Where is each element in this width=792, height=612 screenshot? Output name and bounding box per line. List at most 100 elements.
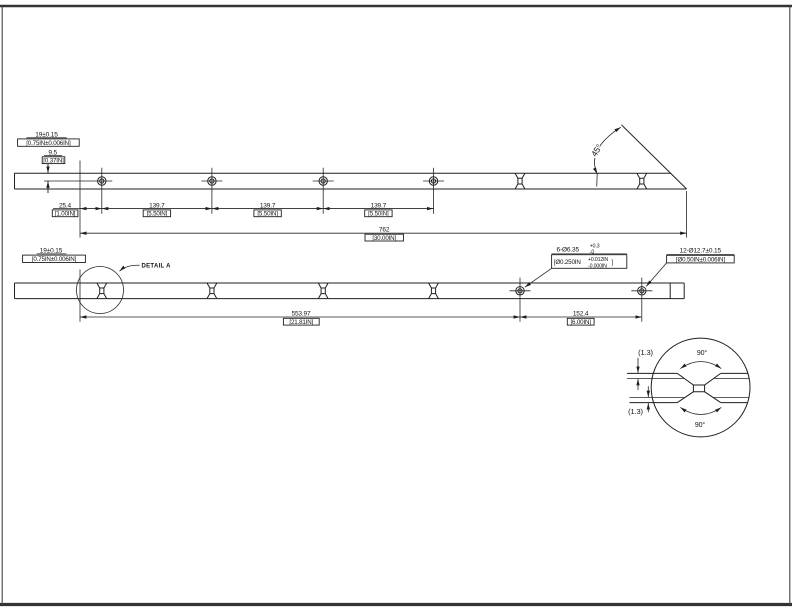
- callout-small-in-plus: +0.012IN: [588, 257, 608, 263]
- inch-box: [142, 209, 172, 218]
- side-view-countersink-profiles: [96, 282, 439, 299]
- dim-end-in: [1.00IN]: [55, 211, 76, 218]
- countersink-profile: [636, 172, 648, 190]
- side-view: DETAIL A 19±0.15 [0.75IN±0.006IN] 6-Ø6.3…: [14, 244, 735, 326]
- detail-angle-bottom: 90°: [680, 407, 722, 429]
- miter-45-edge: [621, 124, 687, 190]
- side-view-bar-outline: [14, 282, 685, 300]
- callout-large-mm: 12-Ø12.7±0.15: [680, 247, 722, 254]
- inch-box: [566, 317, 595, 326]
- callout-small-in-minus: -0.000IN: [588, 263, 607, 269]
- miter-angle-annotation: 45°: [588, 126, 622, 187]
- depth-top-label: (1.3): [638, 348, 653, 357]
- detail-a-leader: [119, 264, 140, 272]
- dim-width-mm: 19±0.15: [40, 247, 63, 254]
- angle-arc: [592, 126, 622, 175]
- dim-end-span-mm: 152.4: [573, 310, 589, 317]
- dim-end-span: 152.4 [6.00IN]: [566, 310, 595, 326]
- dim-width-mm: 19±0.15: [35, 131, 58, 138]
- detail-a-callout: DETAIL A: [76, 263, 172, 314]
- depth-bottom-label: (1.3): [628, 407, 643, 416]
- drilled-hole: [631, 277, 653, 322]
- dim-end: 25.4 [1.00IN]: [51, 202, 79, 218]
- detail-view: (1.3) (1.3) 90° 90°: [627, 337, 751, 438]
- inch-box: [22, 254, 86, 263]
- detail-bar-edges: [627, 372, 748, 404]
- countersink-profile: [317, 282, 329, 299]
- dim-total-mm: 762: [379, 227, 390, 234]
- callout-small-mm: 6-Ø6.35: [557, 246, 580, 253]
- dim-end-span-in: [6.00IN]: [570, 319, 591, 326]
- hole-callout-small: 6-Ø6.35 +0.3 -0 [Ø0.250IN +0.012IN -0.00…: [524, 244, 628, 288]
- countersink-profile: [96, 282, 108, 299]
- dim-pitch-in: [5.50IN]: [368, 211, 389, 218]
- detail-depth-bottom: (1.3): [628, 386, 650, 416]
- dim-width-in: [0.75IN±0.006IN]: [26, 140, 71, 147]
- callout-small-leader: [524, 267, 552, 288]
- callout-small-in: [Ø0.250IN: [554, 259, 581, 266]
- inch-box: [17, 138, 80, 147]
- angle-top-arc: [680, 361, 722, 369]
- top-view-countersink-profiles: [514, 172, 648, 190]
- dim-total: 762 [30.00IN]: [364, 227, 404, 242]
- countersunk-hole: [91, 167, 113, 214]
- dim-span: 553.97 [21.81IN]: [282, 310, 320, 326]
- side-view-holes: [509, 277, 653, 322]
- countersunk-hole: [312, 167, 334, 214]
- dim-width-side: 19±0.15 [0.75IN±0.006IN]: [22, 247, 86, 263]
- top-view-dimensions: 19±0.15 [0.75IN±0.006IN] 9.5 [0.37IN] 25…: [17, 131, 687, 242]
- detail-a-circle: [76, 266, 124, 314]
- angle-bottom-label: 90°: [695, 421, 705, 429]
- dim-pitch-in: [5.50IN]: [257, 211, 278, 218]
- dim-pitch-mm: 139.7: [149, 202, 165, 209]
- angle-arc-overshoot: [596, 173, 598, 187]
- sheet-frame: [0, 4, 792, 607]
- side-view-dimensions: 553.97 [21.81IN] 152.4 [6.00IN]: [79, 269, 642, 326]
- countersunk-hole: [423, 167, 444, 214]
- dim-width-in: [0.75IN±0.006IN]: [32, 256, 77, 263]
- dim-offset-mm: 9.5: [48, 149, 57, 156]
- detail-circle: [650, 337, 751, 438]
- dim-pitch-mm: 139.7: [371, 202, 387, 209]
- inch-box: [253, 209, 282, 218]
- detail-angle-top: 90°: [680, 349, 722, 369]
- dim-offset: 9.5 [0.37IN]: [41, 149, 66, 165]
- dim-pitch-mm: 139.7: [260, 202, 276, 209]
- countersink-depth-lines: [627, 378, 749, 398]
- detail-a-label: DETAIL A: [142, 263, 172, 269]
- extension-lines: [44, 160, 687, 238]
- angle-top-label: 90°: [697, 349, 707, 357]
- dim-total-in: [30.00IN]: [372, 235, 396, 242]
- top-view-bar-outline: [14, 124, 687, 190]
- dim-pitch-1: 139.7 [5.50IN]: [142, 202, 172, 218]
- dim-span-mm: 553.97: [292, 310, 312, 317]
- countersink-profile: [206, 282, 218, 299]
- dim-end-mm: 25.4: [59, 202, 72, 209]
- callout-large-leader: [645, 262, 667, 287]
- countersink-profile: [428, 282, 439, 299]
- inch-box: [364, 209, 393, 218]
- dim-pitch-in: [5.50IN]: [147, 211, 168, 218]
- inch-box: [551, 254, 628, 269]
- inch-box: [41, 156, 66, 165]
- dim-pitch-3: 139.7 [5.50IN]: [364, 202, 393, 218]
- drilled-hole: [509, 277, 531, 322]
- countersunk-hole: [201, 167, 223, 214]
- detail-countersink-section: [677, 372, 721, 404]
- inch-box: [51, 209, 79, 218]
- countersink-profile: [514, 172, 526, 190]
- hole-callout-large: 12-Ø12.7±0.15 [Ø0.50IN±0.006IN]: [645, 247, 735, 287]
- bar-edges: [14, 172, 687, 190]
- miter-angle-label: 45°: [589, 143, 604, 159]
- inch-box: [282, 317, 320, 326]
- top-view-holes: [91, 167, 444, 214]
- dim-pitch-2: 139.7 [5.50IN]: [253, 202, 282, 218]
- callout-small-tol-minus: -0: [590, 249, 595, 255]
- dim-span-in: [21.81IN]: [289, 319, 313, 326]
- dim-offset-in: [0.37IN]: [43, 157, 64, 164]
- detail-depth-top: (1.3): [636, 348, 654, 390]
- inch-box: [364, 233, 404, 242]
- angle-bottom-arc: [680, 407, 722, 415]
